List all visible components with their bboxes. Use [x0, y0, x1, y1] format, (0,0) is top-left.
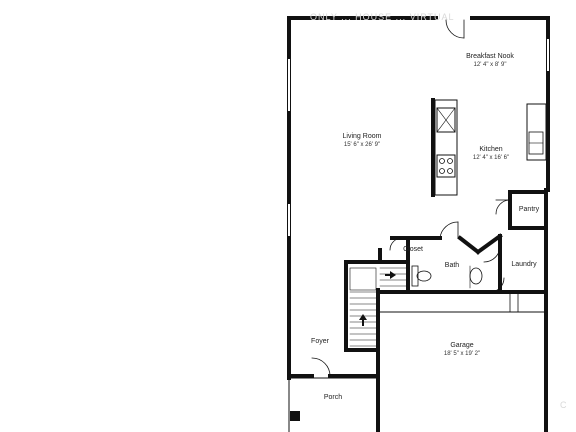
room-laundry: Laundry	[506, 261, 542, 270]
room-garage: Garage 18' 5" x 19' 2"	[430, 342, 494, 358]
room-kitchen: Kitchen 12' 4" x 16' 6"	[456, 146, 526, 162]
room-name: Porch	[323, 394, 343, 401]
door-swing-pantry	[495, 199, 511, 215]
dishwasher	[436, 107, 456, 133]
kitchen-counter	[434, 99, 458, 196]
door-swing-top	[445, 19, 465, 39]
range	[436, 154, 456, 178]
room-name: Breakfast Nook	[466, 53, 514, 60]
room-dimensions: 12' 4" x 8' 9"	[473, 61, 507, 68]
room-dimensions: 15' 6" x 26' 9"	[343, 141, 381, 148]
door-swing-garage	[489, 277, 505, 293]
room-name: Pantry	[518, 206, 540, 213]
room-closet: Closet	[398, 246, 428, 255]
stair-arrow-up	[359, 314, 367, 326]
room-name: Living Room	[342, 133, 382, 140]
wall-laundry-diag	[475, 233, 503, 255]
stair-arrow-right	[385, 271, 396, 279]
bath-sink	[469, 267, 483, 285]
stair-arrows	[359, 271, 396, 326]
door-swing-foyer	[311, 357, 331, 377]
door-swing-closet	[389, 237, 403, 251]
room-name: Kitchen	[479, 146, 503, 153]
door-swing-bath	[439, 221, 459, 239]
room-bath: Bath	[440, 262, 464, 271]
toilet-bowl	[416, 270, 432, 282]
room-pantry: Pantry	[512, 206, 546, 215]
room-name: Closet	[403, 246, 423, 253]
watermark-top: ONLY ... HOUSE ... VIRTUAL	[310, 12, 455, 22]
kitchen-right-counter	[526, 103, 547, 161]
door-swing-laundry	[483, 245, 501, 263]
room-name: Garage	[450, 342, 474, 349]
room-dimensions: 12' 4" x 16' 6"	[472, 154, 510, 161]
room-name: Bath	[444, 262, 460, 269]
room-name: Foyer	[311, 338, 329, 345]
toilet-tank	[411, 265, 419, 287]
room-foyer: Foyer	[306, 338, 334, 347]
room-dimensions: 18' 5" x 19' 2"	[443, 350, 481, 357]
porch-post	[290, 411, 300, 421]
room-name: Laundry	[511, 261, 537, 268]
wall-bath-top	[457, 235, 481, 255]
stair-landing	[349, 267, 377, 291]
room-living-room: Living Room 15' 6" x 26' 9"	[320, 133, 404, 149]
room-porch: Porch	[318, 394, 348, 403]
room-breakfast-nook: Breakfast Nook 12' 4" x 8' 9"	[450, 53, 530, 69]
watermark-side: C	[560, 400, 568, 410]
